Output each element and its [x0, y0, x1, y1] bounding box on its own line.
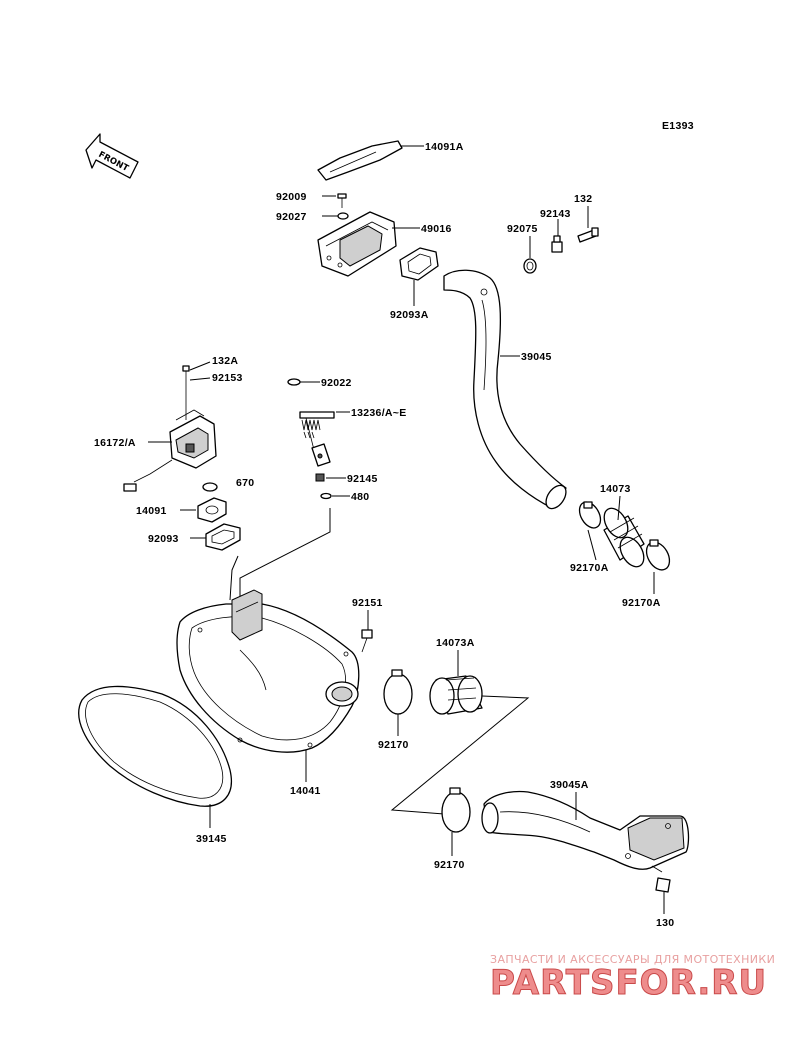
label-92170A-1: 92170A: [570, 562, 609, 574]
screw-92009: [337, 193, 347, 208]
diagram-code: E1393: [662, 120, 694, 132]
label-39045: 39045: [521, 351, 552, 363]
belt-39145: [78, 685, 232, 807]
grommet-92075: [523, 258, 537, 274]
coupler-14073A: [429, 675, 483, 715]
label-92170A-2: 92170A: [622, 597, 661, 609]
bolt-130: [651, 865, 671, 893]
label-49016: 49016: [421, 223, 452, 235]
fitting-92143: [551, 235, 563, 253]
label-92027: 92027: [276, 211, 307, 223]
bolt-132: [577, 227, 599, 243]
coupler-14073: [603, 507, 645, 568]
label-92009: 92009: [276, 191, 307, 203]
label-14041: 14041: [290, 785, 321, 797]
label-480: 480: [351, 491, 369, 503]
actuator-16172A: [123, 384, 217, 492]
label-92153: 92153: [212, 372, 243, 384]
watermark-tagline: ЗАПЧАСТИ И АКСЕССУАРЫ ДЛЯ МОТОТЕХНИКИ: [490, 953, 775, 966]
gasket-92093: [205, 523, 241, 551]
bolt-132A: [182, 365, 190, 384]
label-130: 130: [656, 917, 674, 929]
label-92170-1: 92170: [378, 739, 409, 751]
intake-housing-49016: [317, 211, 397, 277]
label-92093: 92093: [148, 533, 179, 545]
clutch-cover-14041: [176, 589, 360, 753]
label-39045A: 39045A: [550, 779, 589, 791]
label-92170-2: 92170: [434, 859, 465, 871]
watermark-brand: PARTSFOR.RU: [490, 963, 767, 1003]
label-14091A: 14091A: [425, 141, 464, 153]
nut-92145: [315, 473, 325, 482]
label-92143: 92143: [540, 208, 571, 220]
label-13236: 13236/A~E: [351, 407, 407, 419]
label-92075: 92075: [507, 223, 538, 235]
oring-670: [202, 482, 218, 492]
duct-39045: [443, 269, 567, 510]
clamp-92170-center: [383, 669, 413, 715]
clamp-92170A-upper: [578, 501, 602, 529]
gasket-92093A: [399, 247, 439, 281]
label-14073A: 14073A: [436, 637, 475, 649]
clamp-92170A-lower: [645, 539, 671, 571]
label-670: 670: [236, 477, 254, 489]
label-92145: 92145: [347, 473, 378, 485]
label-16172A: 16172/A: [94, 437, 136, 449]
bolt-92151: [361, 629, 373, 653]
label-39145: 39145: [196, 833, 227, 845]
label-132A: 132A: [212, 355, 238, 367]
label-92093A: 92093A: [390, 309, 429, 321]
label-132: 132: [574, 193, 592, 205]
duct-39045A: [481, 790, 690, 870]
lever-spring-13236: [299, 411, 335, 467]
label-92151: 92151: [352, 597, 383, 609]
duct-cover-14091A: [317, 140, 403, 181]
label-14073: 14073: [600, 483, 631, 495]
label-92022: 92022: [321, 377, 352, 389]
cover-14091: [197, 497, 227, 523]
clip-480: [320, 492, 332, 500]
washer-92027: [337, 212, 349, 220]
washer-92022: [287, 378, 301, 386]
clamp-92170-lower: [441, 787, 471, 833]
label-14091: 14091: [136, 505, 167, 517]
front-arrow-icon: FRONT: [85, 133, 139, 179]
